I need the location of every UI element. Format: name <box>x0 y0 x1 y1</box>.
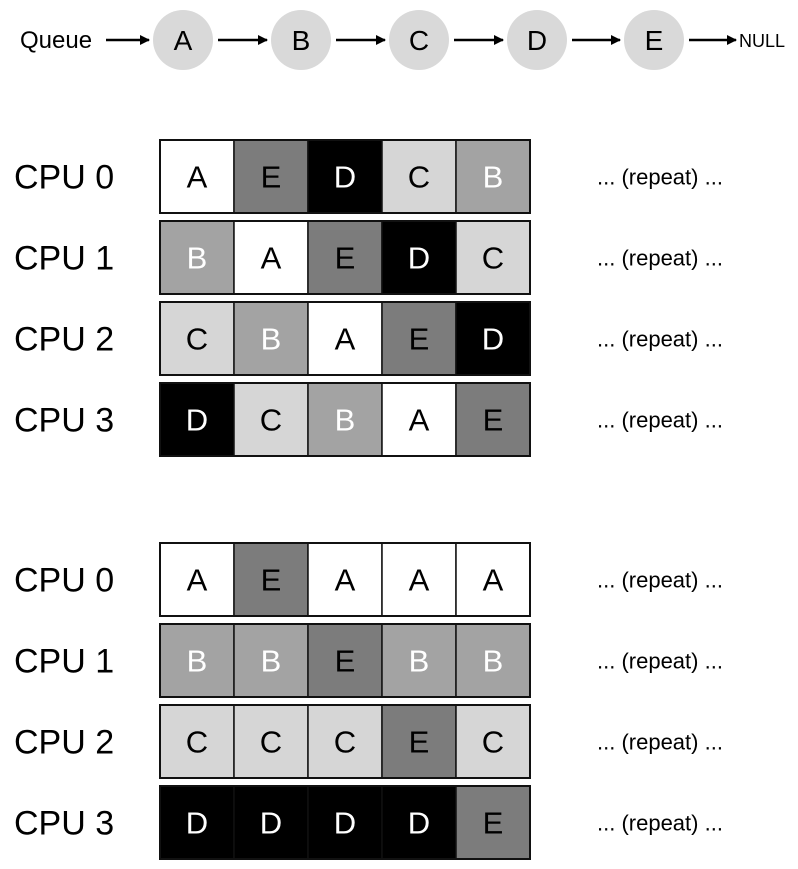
schedule-cell-label: B <box>335 403 356 438</box>
schedule-cell-label: D <box>482 322 504 357</box>
schedule-cell-label: A <box>335 563 356 598</box>
repeat-label: ... (repeat) ... <box>597 246 723 271</box>
queue-label: Queue <box>20 27 92 54</box>
schedule-cell-label: D <box>408 806 430 841</box>
cpu-label: CPU 1 <box>14 643 114 681</box>
schedule-cell-label: C <box>408 160 430 195</box>
repeat-label: ... (repeat) ... <box>597 408 723 433</box>
repeat-label: ... (repeat) ... <box>597 811 723 836</box>
schedule-cell-b <box>455 139 531 214</box>
queue-node-b <box>271 10 331 70</box>
schedule-cell-e <box>233 542 309 617</box>
schedule-cell-c <box>381 139 457 214</box>
cpu-label: CPU 1 <box>14 240 114 278</box>
schedule-cell-label: C <box>334 725 356 760</box>
queue-node-label: A <box>174 25 193 56</box>
schedule-cell-label: B <box>483 160 504 195</box>
queue-node-e <box>624 10 684 70</box>
schedule-cell-c <box>159 704 235 779</box>
queue-node-label: C <box>409 25 429 56</box>
schedule-cell-label: B <box>261 644 282 679</box>
schedule-cell-label: D <box>186 403 208 438</box>
schedule-cell-label: E <box>483 403 504 438</box>
cpu-label: CPU 2 <box>14 321 114 359</box>
schedule-row-border <box>159 301 531 376</box>
schedule-cell-d <box>381 220 457 295</box>
repeat-label: ... (repeat) ... <box>597 649 723 674</box>
schedule-cell-label: E <box>335 241 356 276</box>
queue-node-c <box>389 10 449 70</box>
schedule-cell-label: B <box>483 644 504 679</box>
schedule-cell-label: B <box>261 322 282 357</box>
cpu-label: CPU 3 <box>14 402 114 440</box>
cpu-label: CPU 0 <box>14 159 114 197</box>
schedule-cell-label: D <box>408 241 430 276</box>
cpu-label: CPU 2 <box>14 724 114 762</box>
schedule-cell-label: C <box>260 403 282 438</box>
schedule-cell-label: E <box>335 644 356 679</box>
schedule-cell-label: C <box>186 725 208 760</box>
schedule-cell-label: C <box>260 725 282 760</box>
schedule-cell-label: D <box>186 806 208 841</box>
schedule-cell-d <box>159 785 235 860</box>
schedule-row-border <box>159 785 531 860</box>
schedule-cell-label: A <box>483 563 504 598</box>
cpu-label: CPU 3 <box>14 805 114 843</box>
schedule-cell-label: C <box>482 241 504 276</box>
repeat-label: ... (repeat) ... <box>597 568 723 593</box>
queue-node-a <box>153 10 213 70</box>
schedule-cell-label: B <box>187 644 208 679</box>
schedule-cell-d <box>233 785 309 860</box>
repeat-label: ... (repeat) ... <box>597 730 723 755</box>
schedule-row-border <box>159 623 531 698</box>
cpu-label: CPU 0 <box>14 562 114 600</box>
schedule-cell-label: B <box>409 644 430 679</box>
schedule-cell-label: C <box>482 725 504 760</box>
schedule-cell-d <box>381 785 457 860</box>
schedule-cell-label: E <box>409 725 430 760</box>
schedule-cell-label: A <box>409 563 430 598</box>
schedule-cell-label: E <box>483 806 504 841</box>
queue-node-label: B <box>292 25 311 56</box>
repeat-label: ... (repeat) ... <box>597 327 723 352</box>
schedule-cell-label: C <box>186 322 208 357</box>
queue-diagram: Queue A B C D E NULL <box>20 10 785 70</box>
schedule-cell-label: D <box>334 160 356 195</box>
schedule-cell-label: E <box>409 322 430 357</box>
schedule-cell-label: A <box>187 160 208 195</box>
schedule-cell-label: D <box>334 806 356 841</box>
schedule-cell-label: E <box>261 563 282 598</box>
queue-node-label: E <box>645 25 664 56</box>
queue-node-label: D <box>527 25 547 56</box>
schedule-tables: CPU 0 A E D C B ... (repeat) ... CPU 1 B A E D C ... … <box>14 139 723 860</box>
schedule-row-border <box>159 220 531 295</box>
schedule-cell-d <box>455 301 531 376</box>
schedule-row-border <box>159 704 531 779</box>
schedule-row-border <box>159 139 531 214</box>
schedule-cell-label: B <box>187 241 208 276</box>
schedule-cell-c <box>455 704 531 779</box>
schedule-cell-label: A <box>335 322 356 357</box>
schedule-row-border <box>159 382 531 457</box>
schedule-cell-label: A <box>261 241 282 276</box>
schedule-without-affinity: CPU 0 A E D C B ... (repeat) ... CPU 1 B A E D C ... … <box>14 139 723 457</box>
schedule-with-affinity: CPU 0 A E A A A ... (repeat) ... CPU 1 B B E B B ... … <box>14 542 723 860</box>
schedule-cell-a <box>455 542 531 617</box>
queue-null-label: NULL <box>739 31 785 51</box>
schedule-cell-label: E <box>261 160 282 195</box>
schedule-cell-d <box>307 139 383 214</box>
schedule-cell-label: A <box>409 403 430 438</box>
repeat-label: ... (repeat) ... <box>597 165 723 190</box>
schedule-cell-label: D <box>260 806 282 841</box>
queue-node-d <box>507 10 567 70</box>
schedule-cell-label: A <box>187 563 208 598</box>
schedule-cell-b <box>455 623 531 698</box>
schedule-row-border <box>159 542 531 617</box>
